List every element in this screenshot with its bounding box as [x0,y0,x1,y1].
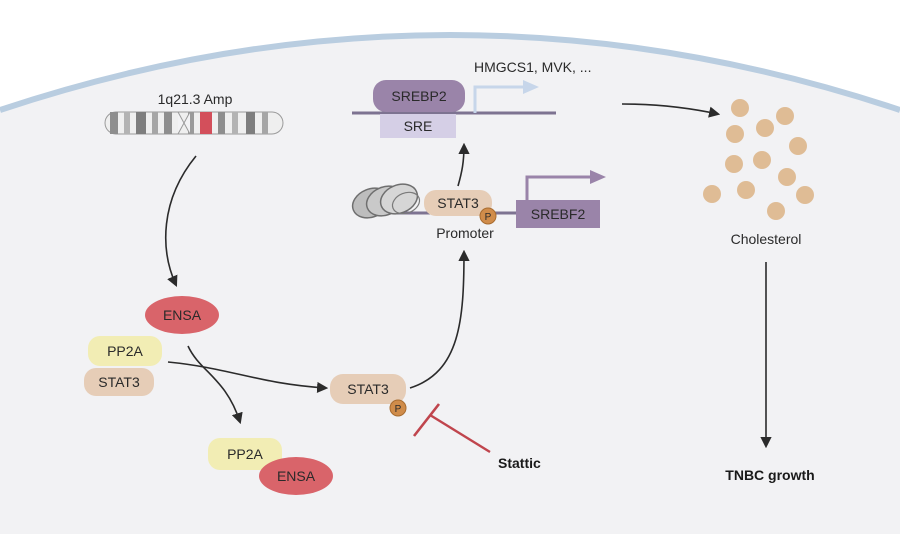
pp2a-label: PP2A [107,343,143,359]
srebp2-protein [373,80,465,112]
srebp2-label: SREBP2 [391,88,446,104]
arrow-ensa-to-pp2a-ensa [187,345,243,425]
transcription-arrow-srebf2 [525,175,590,200]
chromosome-1q21 [104,111,284,135]
phospho-label: P [395,404,402,415]
srebf2-label: SREBF2 [531,206,586,222]
tnbc-growth-label: TNBC growth [725,467,814,483]
target-genes-label: HMGCS1, MVK, ... [474,59,591,75]
arrow-complex-to-stat3p [167,361,329,394]
amp-label: 1q21.3 Amp [158,91,233,107]
stattic-inhibition-bar [412,403,441,437]
pp2a-complex-protein [208,438,282,470]
stat3-protein [84,368,154,396]
nucleosome-icon [351,183,421,219]
cell-membrane [0,32,900,113]
pp2a-complex-label: PP2A [227,446,263,462]
sre-box [380,114,456,138]
ensa-complex-label: ENSA [277,468,316,484]
ensa-label: ENSA [163,307,202,323]
cholesterol-label: Cholesterol [731,231,802,247]
phospho-site [389,399,407,417]
cell-interior [0,35,900,534]
phospho-label-promoter: P [485,212,492,223]
amplified-band [200,112,212,134]
ensa-complex-protein [259,457,333,495]
promoter-label: Promoter [436,225,494,241]
cholesterol-particles [703,99,814,220]
pp2a-protein [88,336,162,366]
phospho-site-promoter [479,207,497,225]
ensa-protein [145,296,219,334]
stat3-promoter-bound [424,190,492,216]
sre-label: SRE [404,118,433,134]
arrow-amp-to-ensa [164,155,197,288]
stattic-label: Stattic [498,455,541,471]
arrow-srebp2-to-cholesterol [621,103,721,118]
stat3-phos-label: STAT3 [347,381,389,397]
stattic-inhibition-line [429,413,491,454]
transcription-arrow-hmgcs [473,85,523,113]
stat3-label: STAT3 [98,374,140,390]
stat3-phosphorylated [330,374,406,404]
arrow-promoter-to-srebp2 [457,142,470,187]
arrow-stat3p-to-promoter [409,249,470,389]
stat3-promoter-label: STAT3 [437,195,479,211]
srebf2-gene-box [516,200,600,228]
